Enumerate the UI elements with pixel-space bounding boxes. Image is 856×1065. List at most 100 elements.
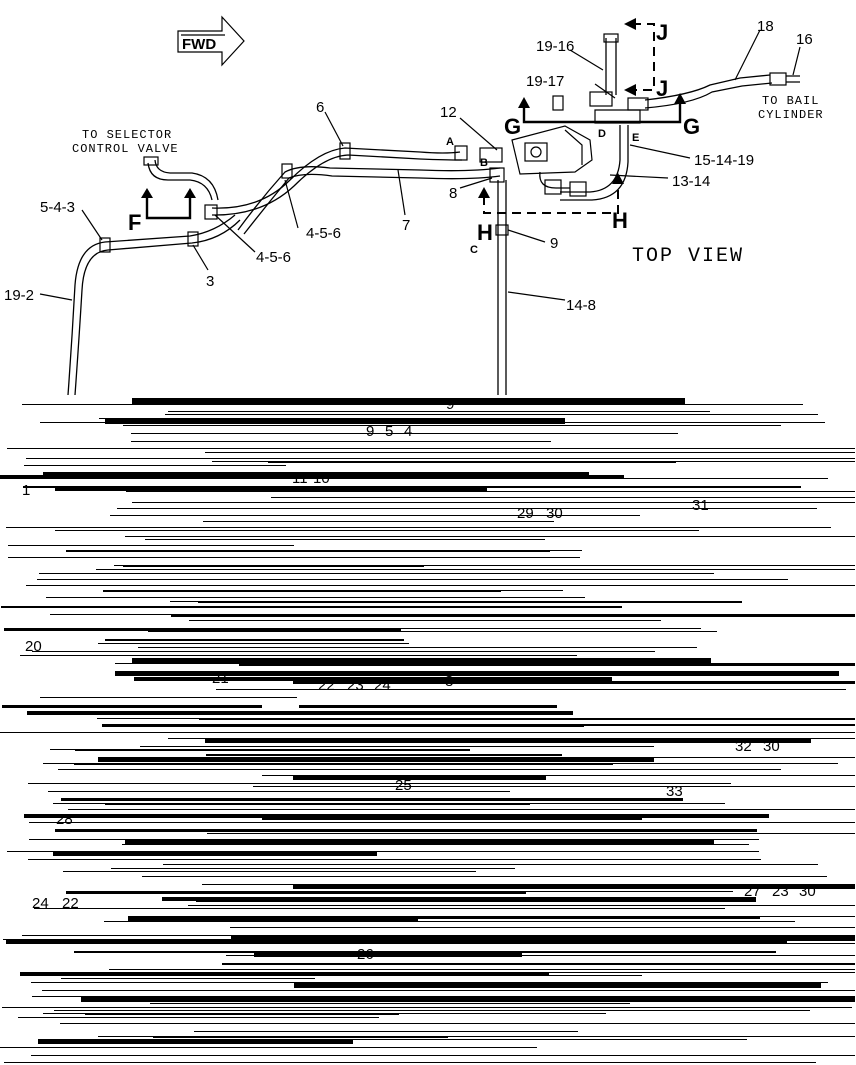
scan-line bbox=[4, 628, 401, 631]
callout-b-32: 32 bbox=[735, 738, 752, 755]
scan-lines bbox=[0, 398, 855, 1063]
callout-b-27: 27 bbox=[744, 883, 761, 900]
scan-line bbox=[205, 738, 811, 743]
callout-b-8: 8 bbox=[445, 673, 453, 690]
scan-line bbox=[196, 897, 756, 902]
callout-b-30-low: 30 bbox=[799, 883, 816, 900]
scan-line bbox=[81, 996, 855, 1002]
scan-line bbox=[34, 908, 725, 909]
scan-line bbox=[122, 844, 653, 845]
callout-b-26: 26 bbox=[357, 946, 374, 963]
scan-line bbox=[203, 521, 554, 522]
scan-line bbox=[185, 569, 855, 570]
scan-line bbox=[120, 422, 825, 423]
callout-9: 9 bbox=[550, 235, 558, 252]
scan-line bbox=[261, 458, 855, 459]
scan-line bbox=[20, 655, 508, 656]
point-c: C bbox=[470, 244, 478, 256]
scan-line bbox=[165, 414, 818, 415]
scan-line bbox=[150, 508, 666, 509]
scan-line bbox=[178, 1007, 852, 1008]
scan-line bbox=[246, 975, 642, 976]
scan-line bbox=[132, 658, 711, 663]
scan-line bbox=[163, 864, 818, 865]
scan-line bbox=[109, 969, 409, 970]
callout-b-29: 29 bbox=[517, 505, 534, 522]
scan-line bbox=[125, 839, 714, 845]
fwd-label: FWD bbox=[182, 36, 216, 53]
scan-line bbox=[171, 614, 855, 617]
scan-line bbox=[135, 478, 828, 479]
hose-to-bail bbox=[644, 72, 800, 109]
section-g-letter-left: G bbox=[504, 114, 521, 139]
scan-line bbox=[50, 817, 411, 818]
scan-line bbox=[185, 859, 761, 860]
scan-line bbox=[198, 601, 742, 603]
scan-line bbox=[61, 798, 683, 801]
callout-b-10: 10 bbox=[313, 470, 330, 487]
scan-line bbox=[69, 472, 496, 473]
scan-line bbox=[153, 1036, 448, 1038]
scan-line bbox=[148, 631, 717, 632]
scan-line bbox=[85, 1013, 399, 1015]
callout-b-25: 25 bbox=[395, 777, 412, 794]
scan-line bbox=[91, 606, 600, 607]
callout-7: 7 bbox=[402, 217, 410, 234]
scan-line bbox=[83, 859, 360, 860]
scan-line bbox=[242, 955, 855, 956]
hose-left-long bbox=[67, 214, 241, 396]
section-h-letter-left: H bbox=[477, 220, 493, 245]
scan-line bbox=[276, 585, 855, 586]
scan-line bbox=[192, 817, 699, 818]
scan-line bbox=[74, 951, 776, 953]
callout-b-5: 5 bbox=[385, 423, 393, 440]
scan-line bbox=[24, 465, 286, 466]
scan-line bbox=[221, 530, 654, 531]
scan-line bbox=[252, 757, 855, 758]
scan-line bbox=[261, 769, 723, 770]
callout-19-2: 19-2 bbox=[4, 287, 34, 304]
point-d: D bbox=[598, 128, 606, 140]
scan-line bbox=[115, 671, 839, 676]
scan-line bbox=[54, 1010, 810, 1011]
scan-line bbox=[299, 705, 557, 708]
hose-to-selector bbox=[143, 156, 219, 201]
section-j-letter-bottom: J bbox=[656, 76, 668, 101]
hose-crossing bbox=[204, 142, 501, 235]
scan-line bbox=[22, 404, 571, 405]
scan-line bbox=[111, 868, 515, 869]
callout-19-17: 19-17 bbox=[526, 73, 564, 90]
scan-line bbox=[293, 884, 855, 889]
scan-line bbox=[293, 775, 546, 780]
scan-line bbox=[244, 972, 855, 973]
scan-line bbox=[123, 425, 781, 426]
scan-line bbox=[164, 969, 855, 970]
scan-line bbox=[105, 590, 563, 591]
scan-line bbox=[294, 982, 821, 988]
tube-vertical-j bbox=[603, 33, 619, 95]
scan-line bbox=[293, 681, 855, 684]
callout-16: 16 bbox=[796, 31, 813, 48]
scan-line bbox=[39, 1039, 397, 1040]
scan-line bbox=[239, 663, 855, 666]
scan-line bbox=[66, 891, 526, 894]
scan-line bbox=[126, 491, 448, 492]
scan-line bbox=[24, 814, 769, 818]
callout-b-22-low: 22 bbox=[62, 895, 79, 912]
scan-line bbox=[198, 1039, 747, 1040]
callout-b-23-low: 23 bbox=[772, 883, 789, 900]
scan-line bbox=[168, 411, 710, 412]
to-bail-label-1: TO BAIL bbox=[762, 94, 819, 108]
callout-4-5-6-lower: 4-5-6 bbox=[256, 249, 291, 266]
scan-line bbox=[147, 557, 534, 558]
scan-line bbox=[132, 502, 427, 503]
scan-line bbox=[40, 422, 424, 423]
callout-18: 18 bbox=[757, 18, 774, 35]
scan-line bbox=[132, 398, 685, 404]
scan-line bbox=[7, 851, 539, 852]
scan-line bbox=[224, 448, 855, 449]
scan-line bbox=[46, 597, 585, 598]
callout-5-4-3: 5-4-3 bbox=[40, 199, 75, 216]
scan-line bbox=[8, 545, 294, 546]
